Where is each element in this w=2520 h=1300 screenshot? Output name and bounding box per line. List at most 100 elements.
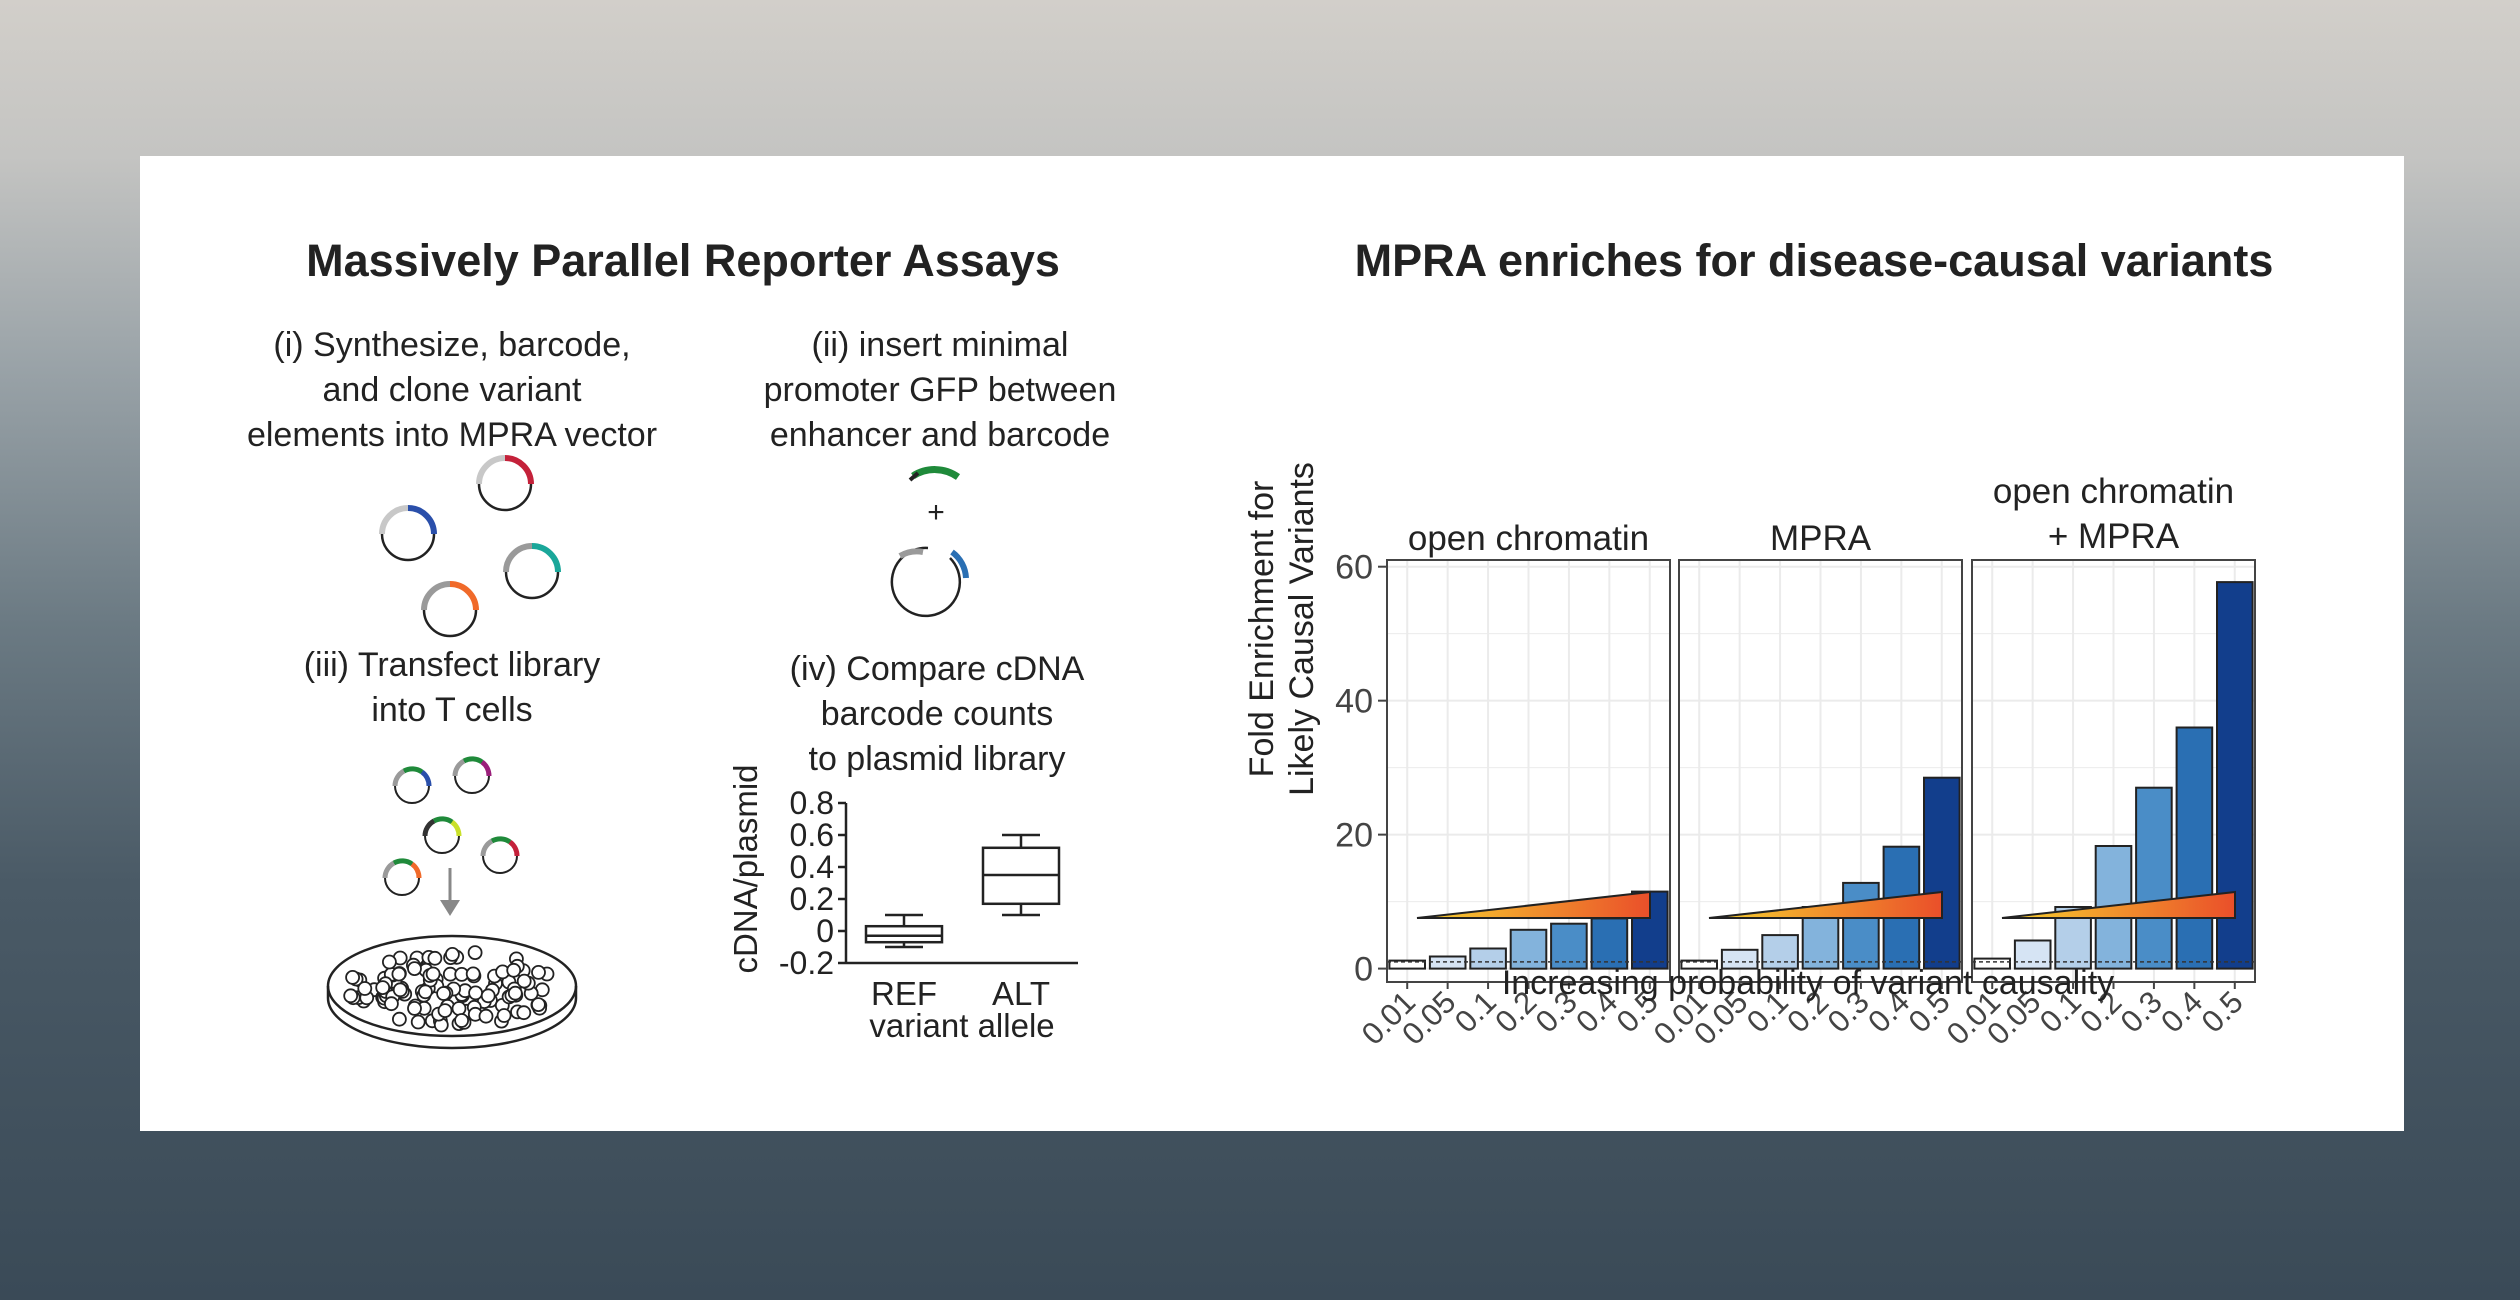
step-i-line-3: elements into MPRA vector [247, 416, 657, 454]
bar-0.4 [2175, 726, 2214, 970]
probability-wedge-icon [1708, 890, 1943, 919]
plus-sign: + [927, 496, 945, 529]
step-iv-line-2: barcode counts [821, 695, 1054, 733]
bar-0.01 [1680, 959, 1719, 970]
figure-panel: Massively Parallel Reporter Assays (i) S… [140, 156, 2404, 1131]
plasmid-teal-icon [503, 543, 561, 600]
step-i-line-1: (i) Synthesize, barcode, [273, 326, 630, 364]
boxplot-ylabel: cDNA/plasmid [727, 764, 764, 973]
bar-ylabel-line-2: Likely Causal Variants [1283, 462, 1321, 796]
cell-icon [437, 1003, 453, 1018]
bar-ytick-label: 0 [1354, 951, 1373, 989]
facet-title: open chromatin [1408, 519, 1649, 558]
cell-icon [478, 1008, 494, 1024]
cell-icon [427, 950, 443, 966]
bar-0.1 [1761, 934, 1799, 970]
cell-icon [410, 1014, 426, 1030]
step-iv-line-1: (iv) Compare cDNA [790, 650, 1085, 688]
bar-0.1 [1469, 947, 1507, 970]
small-plasmid-icon [392, 766, 432, 804]
cell-icon [436, 986, 452, 1001]
bar-0.5 [1923, 776, 1961, 970]
probability-wedge-icon [2001, 890, 2236, 919]
step-ii-line-2: promoter GFP between [764, 371, 1117, 409]
cell-icon [480, 988, 496, 1004]
bar-xtick-label: 0.5 [2195, 984, 2250, 1039]
bar-ytick-label: 60 [1335, 549, 1373, 587]
cell-icon [407, 1001, 422, 1016]
cell-icon [417, 984, 433, 1000]
cell-icon [516, 1005, 532, 1021]
cell-icon [345, 970, 361, 985]
plasmid-cluster [379, 455, 561, 638]
facet-title: MPRA [1770, 519, 1872, 558]
boxplot-xlabel: variant allele [869, 1007, 1054, 1044]
figure-canvas: Massively Parallel Reporter Assays (i) S… [247, 235, 2274, 1052]
petri-dish-icon [326, 934, 578, 1050]
cell-icon [507, 985, 523, 1001]
cell-icon [531, 965, 546, 980]
cell-icon [506, 962, 522, 978]
step-iii-line-2: into T cells [371, 691, 532, 729]
cell-icon [391, 1011, 407, 1027]
facet-title: open chromatin [1993, 472, 2234, 511]
bar-0.05 [2013, 939, 2052, 970]
probability-wedge-icon [1416, 890, 1651, 919]
boxplot-box-ref [864, 913, 944, 949]
bar-0.4 [1590, 917, 1629, 970]
cell-icon [425, 966, 441, 982]
cell-icon [516, 973, 532, 989]
bar-ylabel-line-1: Fold Enrichment for [1243, 481, 1281, 778]
boxplot-ytick-label: 0.6 [790, 817, 834, 853]
down-arrow-icon [440, 868, 460, 916]
bar-facets: open chromatin0.010.050.10.20.30.40.5MPR… [1355, 472, 2256, 1052]
transfected-plasmids [382, 756, 520, 896]
boxplot-ytick-label: 0.8 [790, 785, 834, 821]
facet-3: open chromatin+ MPRA0.010.050.10.20.30.4… [1940, 472, 2256, 1052]
bar-0.01 [1973, 957, 2012, 970]
small-plasmid-icon [480, 836, 520, 874]
step-ii-line-3: enhancer and barcode [770, 416, 1110, 454]
left-title: Massively Parallel Reporter Assays [306, 235, 1060, 286]
right-title: MPRA enriches for disease-causal variant… [1355, 235, 2274, 286]
cell-icon [465, 966, 481, 982]
step-iii-line-1: (iii) Transfect library [304, 646, 601, 684]
plasmid-red-icon [476, 455, 534, 512]
bar-0.05 [1720, 948, 1759, 970]
step-ii-line-1: (ii) insert minimal [812, 326, 1069, 364]
bar-0.2 [1509, 928, 1548, 970]
cell-icon [357, 981, 373, 996]
bar-0.3 [2135, 786, 2173, 970]
cell-icon [444, 947, 460, 962]
bar-0.3 [1550, 922, 1588, 970]
cell-icon [530, 997, 546, 1012]
small-plasmid-icon [452, 756, 492, 794]
box-iqr [864, 924, 944, 944]
cell-icon [467, 945, 483, 960]
bar-ytick-label: 40 [1335, 683, 1373, 721]
bar-0.3 [1842, 881, 1880, 970]
bar-ytick-label: 20 [1335, 817, 1373, 855]
cell-icon [391, 966, 407, 982]
small-plasmid-icon [382, 858, 422, 896]
cell-icon [468, 985, 484, 1001]
boxplot-box-alt [981, 833, 1061, 917]
bar-xlabel: Increasing probability of variant causal… [1502, 964, 2114, 1002]
cell-icon [454, 1013, 470, 1028]
boxplot-cat-ref: REF [871, 975, 937, 1012]
boxplot-cat-alt: ALT [992, 975, 1050, 1012]
step-i-line-2: and clone variant [323, 371, 583, 409]
boxplot: cDNA/plasmid 0.80.60.40.20-0.2 REF ALT v… [727, 764, 1078, 1044]
boxplot-ytick-label: -0.2 [779, 945, 834, 981]
boxplot-ytick-label: 0.4 [790, 849, 834, 885]
cell-icon [381, 954, 397, 970]
cell-icon [375, 980, 391, 995]
small-plasmid-icon [422, 816, 462, 854]
cell-icon [496, 1008, 512, 1023]
bar-y-axis: 0 20 40 60 [1335, 549, 1387, 989]
cell-icon [383, 996, 399, 1012]
boxplot-ytick-label: 0 [816, 913, 834, 949]
cell-icon [451, 1001, 467, 1016]
cell-icon [343, 988, 359, 1004]
